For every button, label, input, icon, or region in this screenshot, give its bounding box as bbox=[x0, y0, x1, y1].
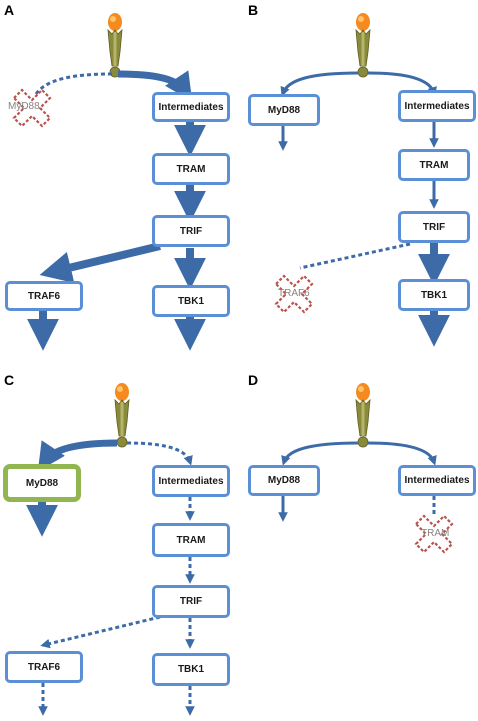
receptor-icon bbox=[107, 12, 123, 78]
arrow-receptor-myd88 bbox=[281, 441, 359, 466]
panel-d-intermediates-node: Intermediates bbox=[398, 465, 476, 496]
panel-a-traf6-node: TRAF6 bbox=[5, 281, 83, 311]
panel-b-tbk1-node: TBK1 bbox=[398, 279, 470, 311]
panel-a-diagram bbox=[12, 12, 206, 351]
panel-a-intermediates-node: Intermediates bbox=[152, 92, 230, 122]
panel-c-intermediates-node: Intermediates bbox=[152, 465, 230, 497]
arrow-receptor-myd88 bbox=[34, 72, 113, 95]
panel-b-myd88-node: MyD88 bbox=[248, 94, 320, 126]
arrow-receptor-intermediates bbox=[126, 441, 193, 466]
panel-a-tbk1-node: TBK1 bbox=[152, 285, 230, 317]
panel-b-traf6-label: TRAF6 bbox=[278, 288, 310, 299]
panel-c-tbk1-node: TBK1 bbox=[152, 653, 230, 686]
panel-a-trif-node: TRIF bbox=[152, 215, 230, 247]
arrow-receptor-myd88 bbox=[37, 439, 118, 472]
panel-c-traf6-node: TRAF6 bbox=[5, 651, 83, 683]
panel-c-myd88-node: MyD88 bbox=[3, 464, 81, 502]
panel-a-myd88-label: MyD88 bbox=[8, 101, 40, 112]
panel-d-letter: D bbox=[248, 372, 259, 388]
receptor-icon bbox=[114, 382, 130, 448]
panel-d-tram-label: TRAM bbox=[421, 528, 450, 539]
panel-d-myd88-node: MyD88 bbox=[248, 465, 320, 496]
panel-d-diagram bbox=[278, 382, 454, 554]
panel-b-trif-node: TRIF bbox=[398, 211, 470, 243]
arrow-receptor-intermediates bbox=[367, 71, 437, 97]
panel-c-trif-node: TRIF bbox=[152, 585, 230, 618]
panel-c-letter: C bbox=[4, 372, 15, 388]
arrow-receptor-intermediates bbox=[117, 70, 193, 102]
panel-c-diagram bbox=[26, 382, 195, 716]
panel-b-intermediates-node: Intermediates bbox=[398, 90, 476, 122]
panel-a-tram-node: TRAM bbox=[152, 153, 230, 185]
receptor-icon bbox=[355, 382, 371, 448]
panel-b-diagram bbox=[274, 12, 450, 347]
arrow-receptor-intermediates bbox=[367, 441, 437, 466]
arrow-trif-traf6 bbox=[39, 242, 161, 284]
arrow-trif-traf6 bbox=[40, 615, 161, 649]
panel-b-tram-node: TRAM bbox=[398, 149, 470, 181]
panel-a-letter: A bbox=[4, 2, 15, 18]
panel-b-letter: B bbox=[248, 2, 259, 18]
receptor-icon bbox=[355, 12, 371, 78]
arrow-receptor-myd88 bbox=[280, 71, 359, 97]
panel-c-tram-node: TRAM bbox=[152, 523, 230, 557]
arrow-trif-traf6 bbox=[299, 242, 411, 270]
